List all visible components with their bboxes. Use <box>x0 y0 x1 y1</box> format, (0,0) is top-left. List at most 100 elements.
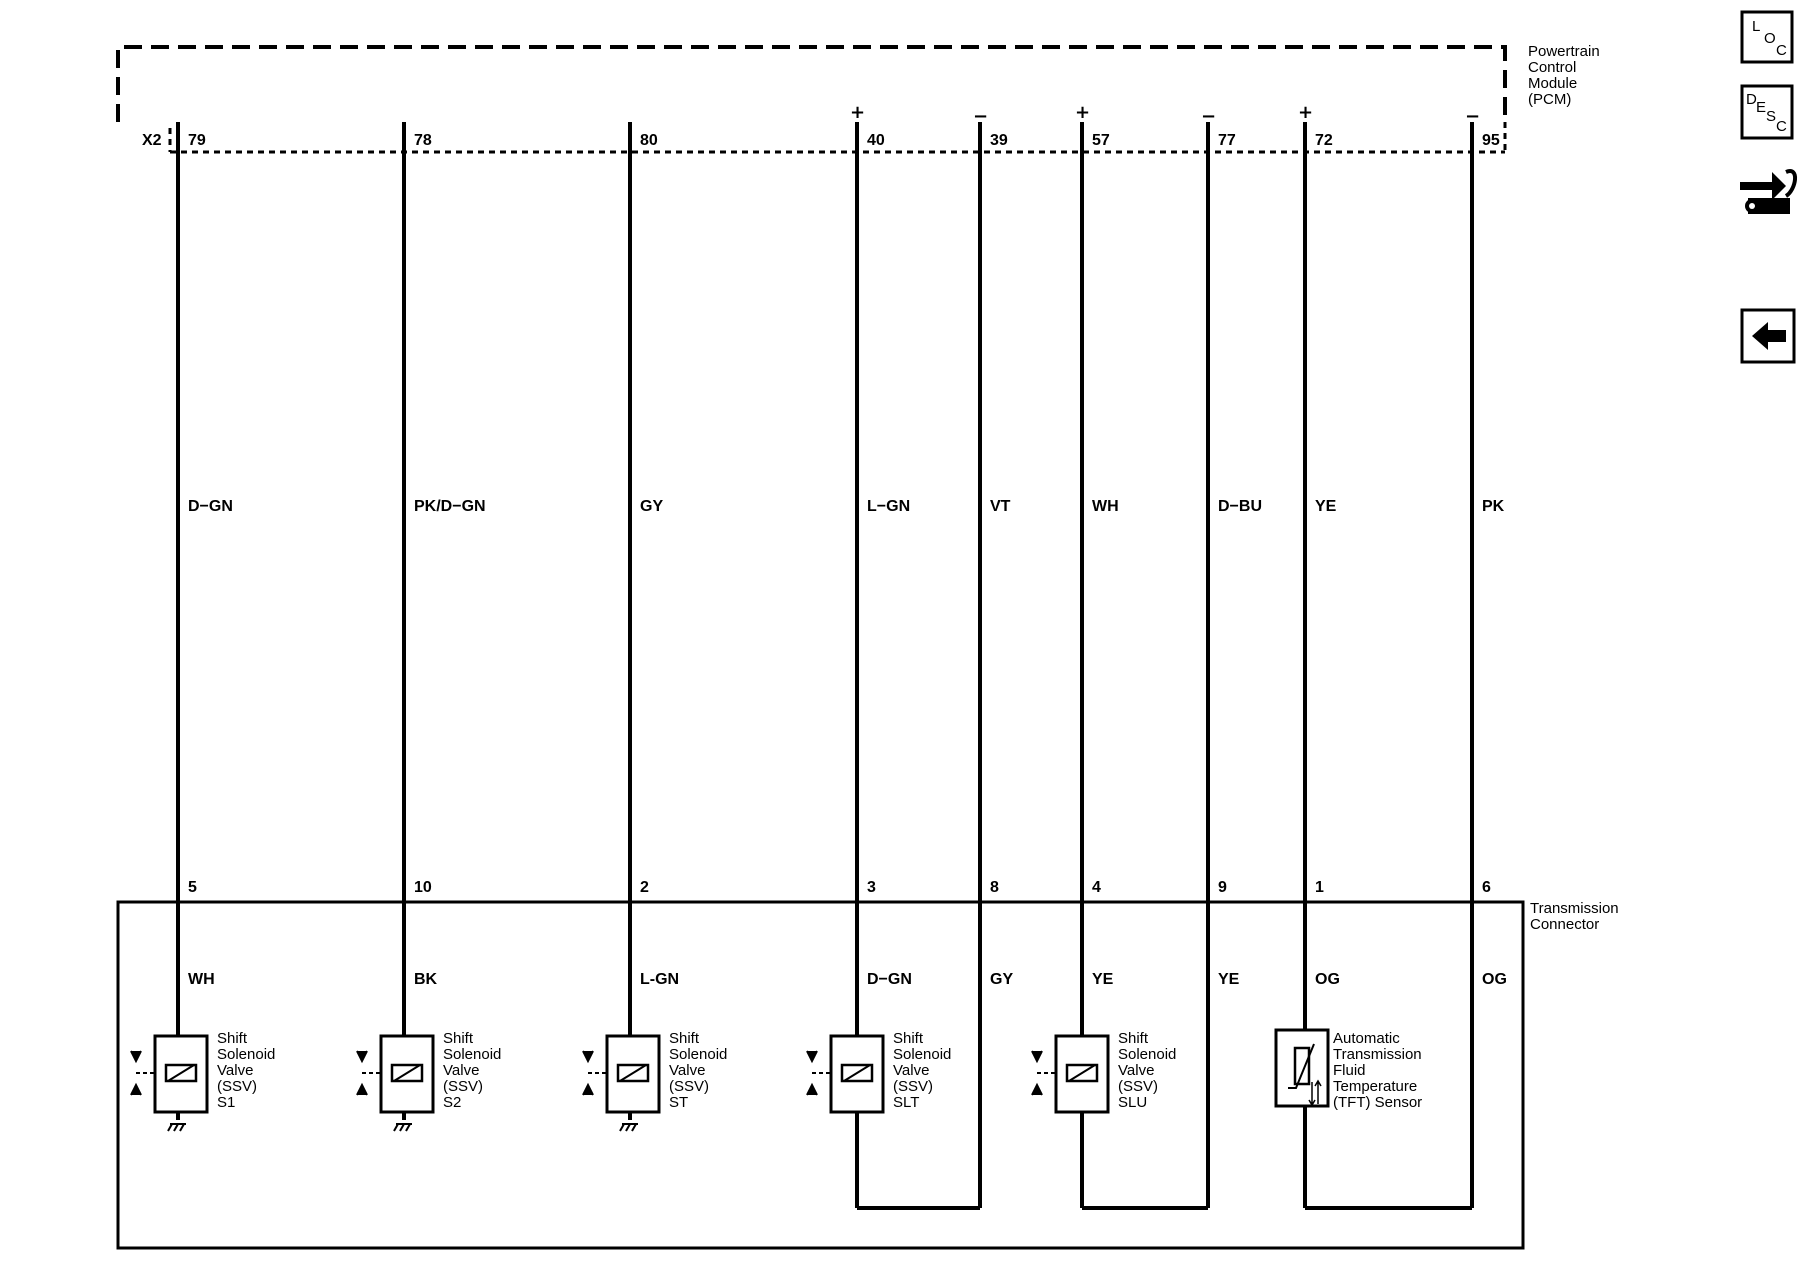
component-label-line: Shift <box>893 1030 924 1047</box>
connector-wire-color: YE <box>1092 971 1114 988</box>
wire-circuit-77: − 77 D−BU 9 YE <box>1201 106 1262 1208</box>
ground-icon <box>619 1123 638 1132</box>
pcm-pin-number: 57 <box>1092 132 1110 149</box>
solenoid-s1: Shift Solenoid Valve (SSV) S1 <box>130 1030 275 1132</box>
wire-circuit-79: 79 D−GN 5 WH <box>176 122 233 1120</box>
connector-pin-number: 5 <box>188 879 197 896</box>
desc-letter: S <box>1766 108 1776 125</box>
component-label-line: Shift <box>217 1030 248 1047</box>
connector-pin-number: 4 <box>1092 879 1101 896</box>
pcm-pin-number: 78 <box>414 132 432 149</box>
pcm-label: Powertrain Control Module (PCM) <box>1528 43 1600 108</box>
pcm-wire-color: PK <box>1482 498 1505 515</box>
pcm-wire-color: D−GN <box>188 498 233 515</box>
connector-wire-color: L-GN <box>640 971 679 988</box>
pcm-pin-number: 79 <box>188 132 206 149</box>
component-label-line: Solenoid <box>669 1046 727 1063</box>
component-label-line: Solenoid <box>893 1046 951 1063</box>
pcm-wire-color: L−GN <box>867 498 910 515</box>
polarity-plus: + <box>1298 102 1313 123</box>
polarity-minus: − <box>1201 106 1216 127</box>
connector-pin-number: 3 <box>867 879 876 896</box>
component-label-line: (SSV) <box>443 1078 483 1095</box>
pcm-wire-color: D−BU <box>1218 498 1262 515</box>
component-label-line: Solenoid <box>443 1046 501 1063</box>
transmission-connector-label-line: Connector <box>1530 916 1599 933</box>
component-label-line: Fluid <box>1333 1062 1366 1079</box>
ground-icon <box>393 1123 412 1132</box>
component-label-line: Valve <box>893 1062 929 1079</box>
wire-circuit-57: + 57 WH 4 YE <box>1075 102 1119 1208</box>
component-label-line: Shift <box>1118 1030 1149 1047</box>
component-label-line: (SSV) <box>669 1078 709 1095</box>
transmission-connector-label: Transmission Connector <box>1530 900 1619 933</box>
component-label-line: Solenoid <box>1118 1046 1176 1063</box>
connector-wire-color: YE <box>1218 971 1240 988</box>
connector-wire-color: WH <box>188 971 215 988</box>
pcm-pin-number: 39 <box>990 132 1008 149</box>
pcm-label-line: Powertrain <box>1528 43 1600 60</box>
pcm-module-box <box>116 45 1507 154</box>
component-label-line: Valve <box>669 1062 705 1079</box>
desc-button[interactable]: D E S C <box>1740 84 1794 140</box>
component-label-line: Shift <box>669 1030 700 1047</box>
connector-pin-number: 2 <box>640 879 649 896</box>
pcm-pin-number: 40 <box>867 132 885 149</box>
component-label-line: Valve <box>443 1062 479 1079</box>
loc-letter: O <box>1764 30 1776 47</box>
back-arrow-icon <box>1752 322 1786 350</box>
loc-button[interactable]: L O C <box>1740 10 1794 64</box>
solenoid-slu: Shift Solenoid Valve (SSV) SLU <box>1031 1030 1176 1114</box>
back-button[interactable] <box>1740 308 1796 364</box>
connector-wire-color: D−GN <box>867 971 912 988</box>
wire-circuit-72: + 72 YE 1 OG <box>1298 102 1340 1208</box>
connector-wire-color: GY <box>990 971 1013 988</box>
connector-wire-color: OG <box>1482 971 1507 988</box>
pcm-pin-number: 77 <box>1218 132 1236 149</box>
desc-letter: E <box>1756 99 1766 116</box>
desc-letter: C <box>1776 118 1787 135</box>
connector-repair-icon[interactable] <box>1740 169 1797 214</box>
component-label-line: Shift <box>443 1030 474 1047</box>
connector-pin-number: 1 <box>1315 879 1324 896</box>
connector-pin-number: 9 <box>1218 879 1227 896</box>
ground-icon <box>167 1123 186 1132</box>
solenoid-slt: Shift Solenoid Valve (SSV) SLT <box>806 1030 951 1114</box>
connector-pin-number: 6 <box>1482 879 1491 896</box>
connector-pin-number: 10 <box>414 879 432 896</box>
component-label-line: (SSV) <box>1118 1078 1158 1095</box>
pcm-label-line: Control <box>1528 59 1576 76</box>
wire-circuit-80: 80 GY 2 L-GN <box>628 122 679 1120</box>
pcm-wire-color: YE <box>1315 498 1337 515</box>
component-label-line: Temperature <box>1333 1078 1417 1095</box>
pcm-wire-color: PK/D−GN <box>414 498 486 515</box>
pcm-connector-id: X2 <box>142 132 162 149</box>
component-label-line: Valve <box>1118 1062 1154 1079</box>
pcm-pin-number: 95 <box>1482 132 1500 149</box>
component-label-line: Transmission <box>1333 1046 1422 1063</box>
component-label-line: ST <box>669 1094 688 1111</box>
component-label-line: S1 <box>217 1094 235 1111</box>
wire-circuit-39: − 39 VT 8 GY <box>973 106 1013 1208</box>
wire-circuit-78: 78 PK/D−GN 10 BK <box>402 122 486 1120</box>
loc-letter: L <box>1752 18 1760 35</box>
component-label-line: (TFT) Sensor <box>1333 1094 1422 1111</box>
component-label-line: Valve <box>217 1062 253 1079</box>
component-label-line: Automatic <box>1333 1030 1400 1047</box>
wire-circuit-95: − 95 PK 6 OG <box>1465 106 1507 1208</box>
transmission-connector-label-line: Transmission <box>1530 900 1619 917</box>
thermistor-icon <box>1288 1043 1315 1089</box>
desc-letter: D <box>1746 91 1757 108</box>
solenoid-s2: Shift Solenoid Valve (SSV) S2 <box>356 1030 501 1132</box>
polarity-plus: + <box>850 102 865 123</box>
connector-wire-color: BK <box>414 971 438 988</box>
pcm-label-line: Module <box>1528 75 1577 92</box>
connector-wire-color: OG <box>1315 971 1340 988</box>
pcm-pin-number: 80 <box>640 132 658 149</box>
tft-sensor: Automatic Transmission Fluid Temperature… <box>1274 1028 1422 1111</box>
polarity-plus: + <box>1075 102 1090 123</box>
pcm-pin-number: 72 <box>1315 132 1333 149</box>
component-label-line: S2 <box>443 1094 461 1111</box>
solenoid-st: Shift Solenoid Valve (SSV) ST <box>582 1030 727 1132</box>
